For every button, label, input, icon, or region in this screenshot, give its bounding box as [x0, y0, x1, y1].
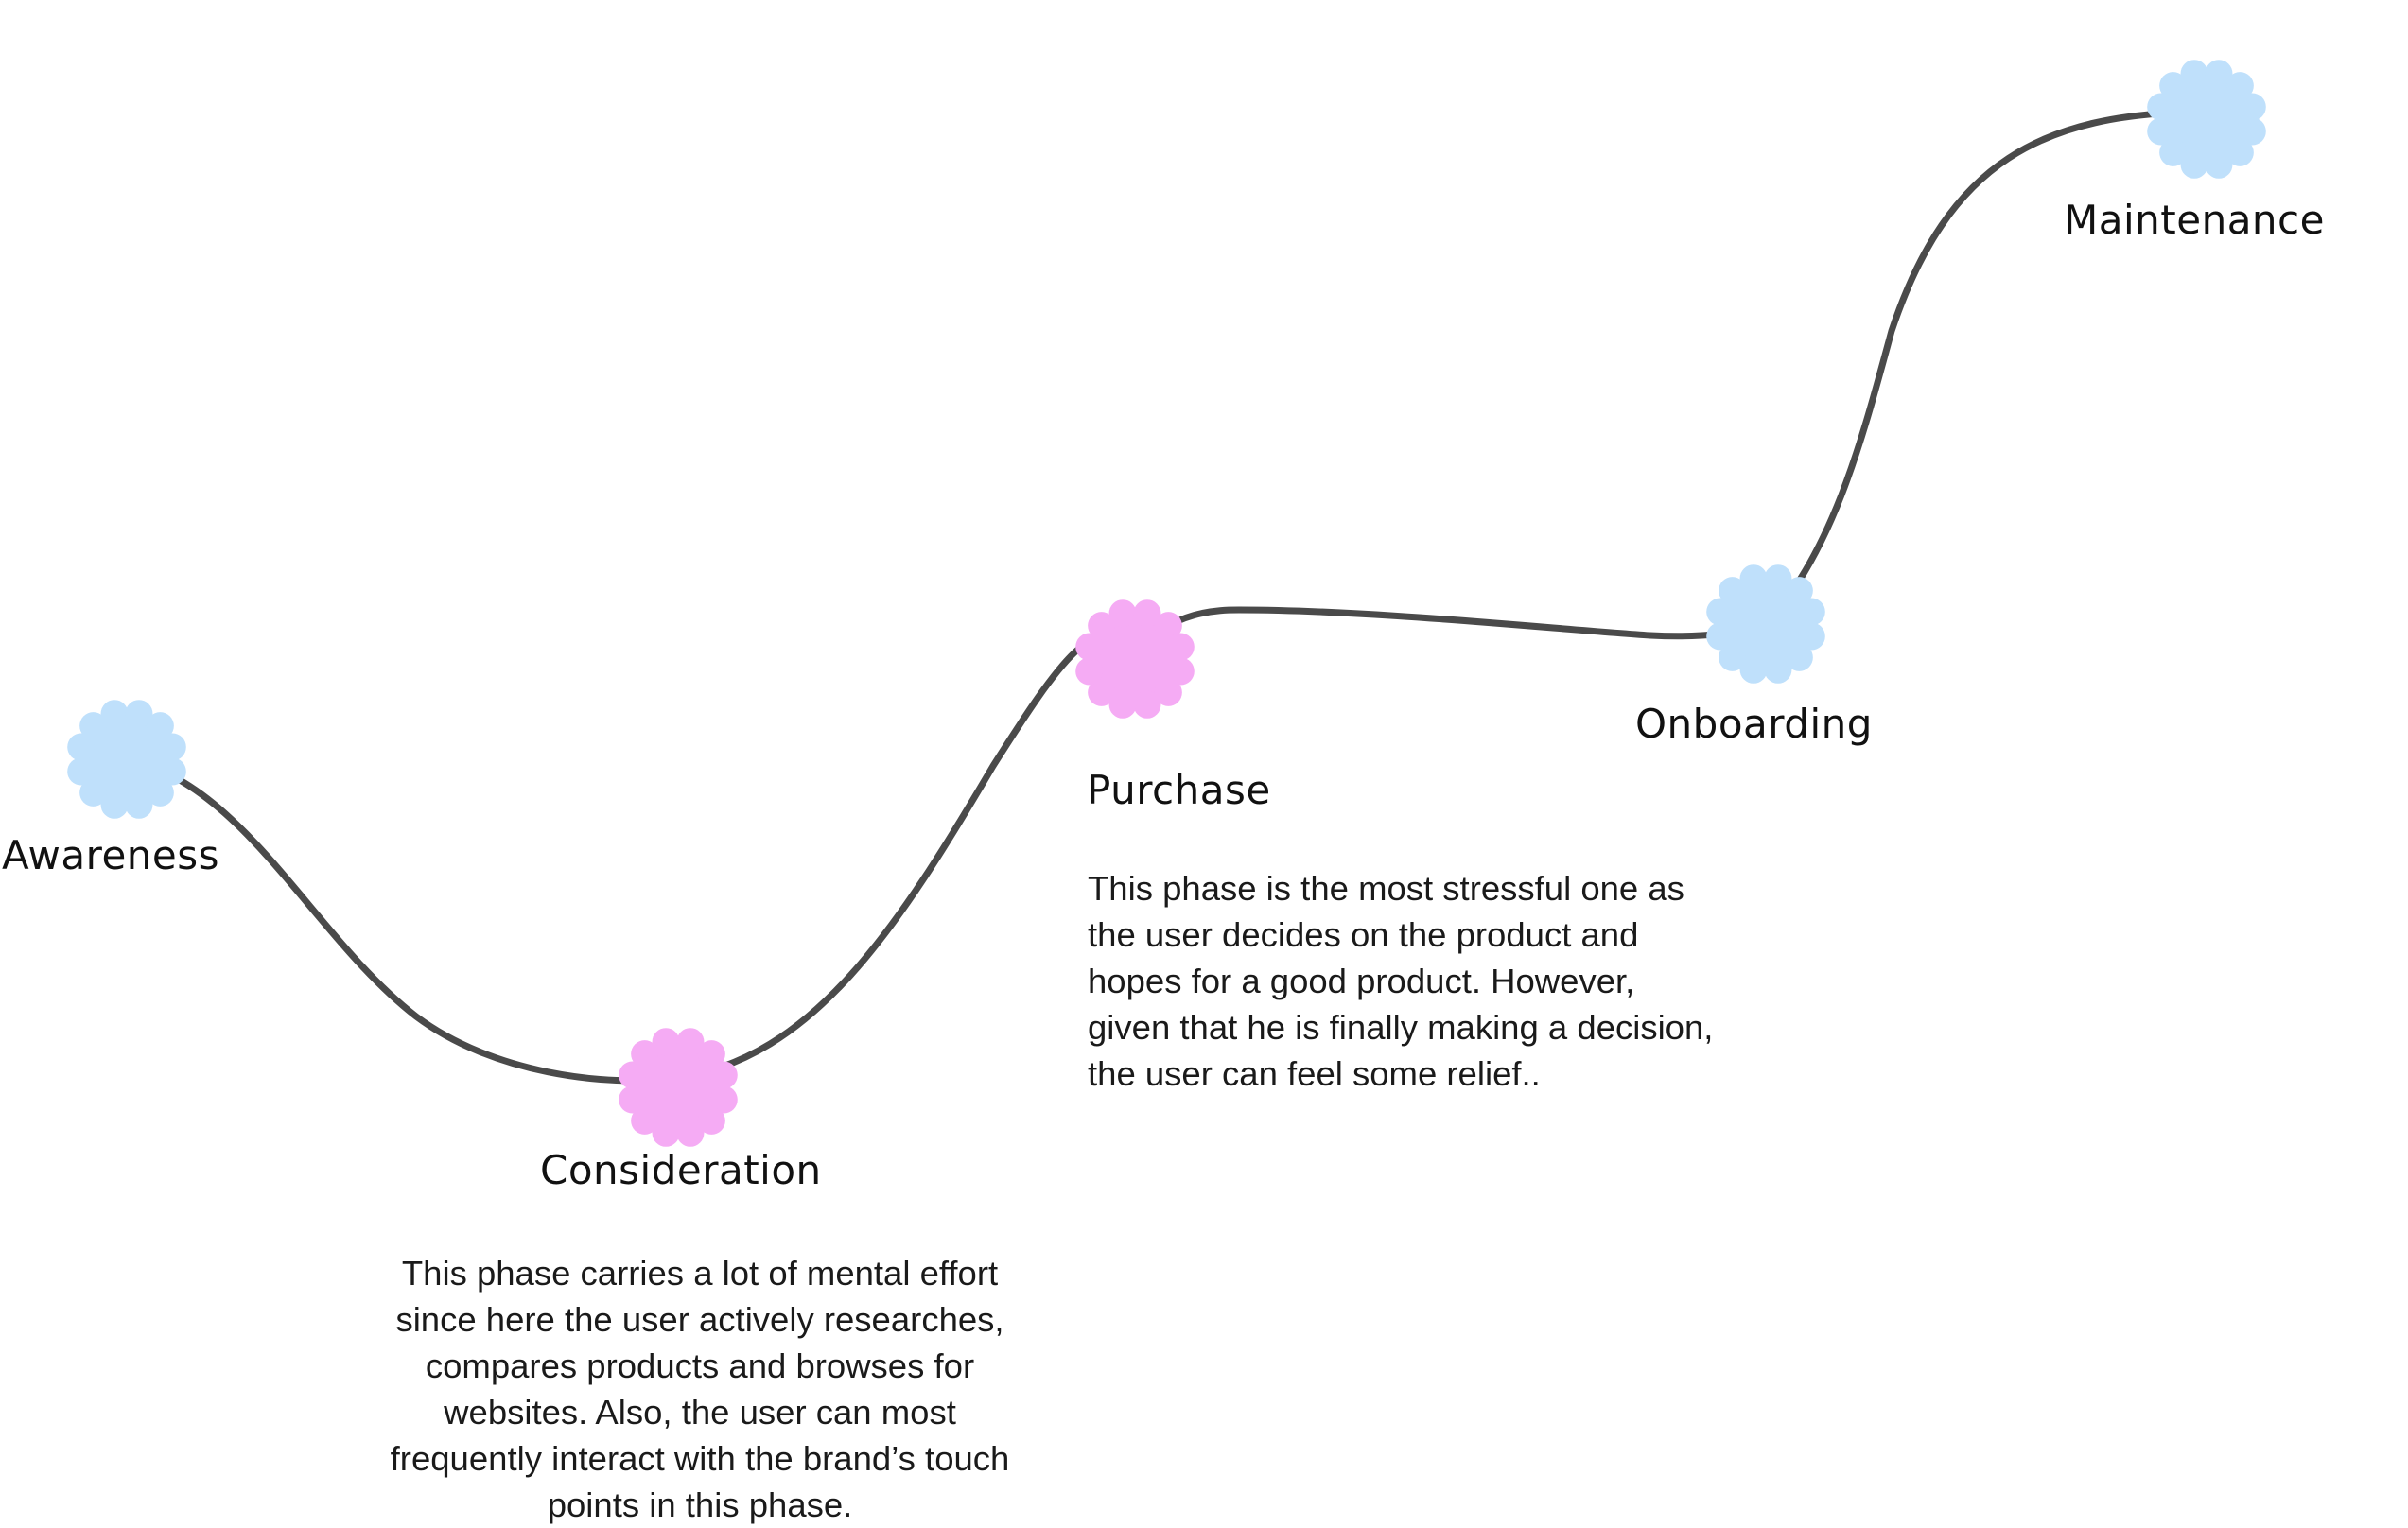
stage-label-consideration: Consideration	[540, 1147, 822, 1193]
description-line: hopes for a good product. However,	[1088, 962, 1635, 1000]
description-line: compares products and browses for	[425, 1346, 975, 1385]
description-line: This phase carries a lot of mental effor…	[401, 1254, 999, 1293]
stage-label-purchase: Purchase	[1087, 767, 1271, 813]
description-line: frequently interact with the brand’s tou…	[390, 1439, 1010, 1478]
stage-label-awareness: Awareness	[2, 832, 220, 878]
stage-marker-consideration-flower-badge-icon	[619, 1028, 738, 1147]
description-line: the user can feel some relief..	[1088, 1054, 1541, 1093]
stage-label-onboarding: Onboarding	[1635, 701, 1873, 747]
description-line: the user decides on the product and	[1088, 915, 1639, 954]
description-line: points in this phase.	[547, 1485, 853, 1524]
description-line: since here the user actively researches,	[395, 1300, 1004, 1339]
description-line: given that he is finally making a decisi…	[1088, 1008, 1714, 1047]
description-line: This phase is the most stressful one as	[1088, 869, 1684, 908]
description-line: websites. Also, the user can most	[444, 1393, 956, 1432]
stage-marker-purchase-flower-badge-icon	[1075, 599, 1195, 719]
consideration-description: This phase carries a lot of mental effor…	[350, 1250, 1050, 1528]
stage-marker-onboarding-flower-badge-icon	[1706, 564, 1825, 684]
stage-marker-maintenance-flower-badge-icon	[2147, 60, 2266, 179]
purchase-description: This phase is the most stressful one as …	[1088, 865, 1806, 1097]
stage-label-maintenance: Maintenance	[2064, 197, 2325, 243]
stage-marker-awareness-flower-badge-icon	[67, 700, 186, 819]
